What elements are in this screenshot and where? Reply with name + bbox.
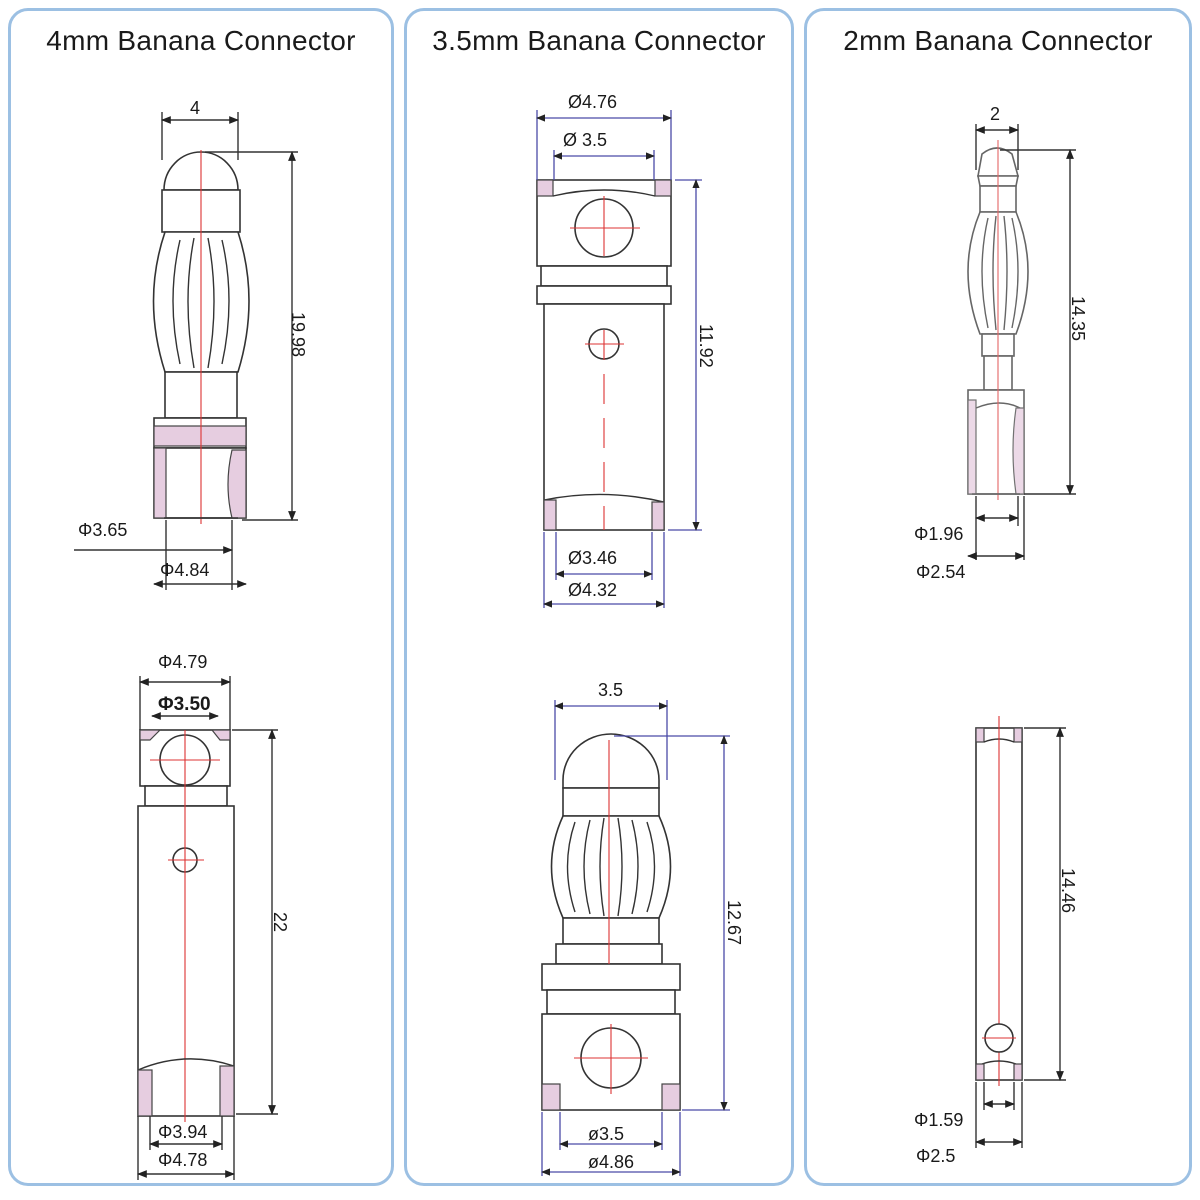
dim-inner-diameter: Φ1.59: [914, 1110, 963, 1130]
dim-inner-diameter: Φ1.96: [914, 524, 963, 544]
female-socket-2mm-dimensions: 14.46 Φ1.59 Φ2.5: [914, 727, 1078, 1166]
female-socket-4mm-dimensions: Φ4.79 Φ3.50 22 Φ3.94 Φ4.78: [137, 652, 290, 1180]
dim-inner-diameter: ø3.5: [588, 1124, 624, 1144]
female-socket-2mm-drawing: [975, 716, 1023, 1086]
male-plug-4mm-drawing: [152, 150, 250, 524]
dim-length: 11.92: [696, 324, 716, 368]
dim-inner-bottom: Ø3.46: [568, 548, 617, 568]
dim-outer-top: Φ4.79: [158, 652, 207, 672]
panel-title: 2mm Banana Connector: [843, 25, 1153, 56]
dim-inner-top: Ø 3.5: [563, 130, 607, 150]
male-plug-3-5mm-drawing: [541, 733, 681, 1111]
dim-inner-bottom: Φ3.94: [158, 1122, 207, 1142]
dim-outer-diameter: Φ2.54: [916, 562, 965, 582]
female-socket-3-5mm-dimensions: Ø4.76 Ø 3.5 11.92 Ø3.46 Ø4.32: [536, 92, 716, 608]
dim-outer-diameter: Φ4.84: [160, 560, 209, 580]
dim-outer-top: Ø4.76: [568, 92, 617, 112]
dim-length: 14.46: [1058, 868, 1078, 913]
dim-width: 4: [190, 98, 200, 118]
dim-length: 14.35: [1068, 296, 1088, 341]
dim-outer-bottom: Φ4.78: [158, 1150, 207, 1170]
dim-length: 19.98: [288, 312, 308, 357]
panel-title: 3.5mm Banana Connector: [432, 25, 766, 56]
dim-width: 3.5: [598, 680, 623, 700]
panel-title: 4mm Banana Connector: [46, 25, 356, 56]
dim-inner-top: Φ3.50: [158, 694, 211, 715]
female-socket-3-5mm-drawing: [536, 179, 672, 531]
dim-outer-diameter: Φ2.5: [916, 1146, 955, 1166]
male-plug-2mm-dimensions: 2 14.35 Φ1.96 Φ2.54: [914, 104, 1088, 582]
dim-inner-diameter: Φ3.65: [78, 520, 127, 540]
dim-outer-bottom: Ø4.32: [568, 580, 617, 600]
male-plug-4mm-dimensions: 4 19.98 Φ3.65 Φ4.84: [74, 98, 308, 590]
male-plug-2mm-drawing: [967, 140, 1029, 500]
female-socket-4mm-drawing: [137, 729, 235, 1122]
male-plug-3-5mm-dimensions: 3.5 12.67 ø3.5 ø4.86: [541, 680, 744, 1176]
dim-length: 22: [270, 912, 290, 932]
dim-outer-diameter: ø4.86: [588, 1152, 634, 1172]
dim-width: 2: [990, 104, 1000, 124]
dim-length: 12.67: [724, 900, 744, 945]
